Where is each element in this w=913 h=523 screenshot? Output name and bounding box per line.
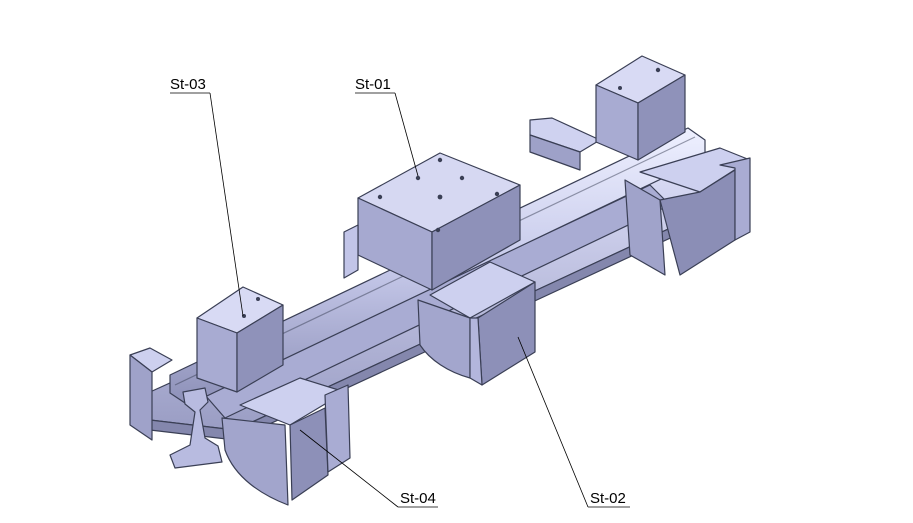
- block-st-04: [221, 377, 351, 506]
- label-st-01: St-01: [355, 76, 391, 93]
- clip-left-end: [129, 347, 173, 441]
- label-st-04: St-04: [400, 490, 436, 507]
- clip-right-end: [624, 147, 751, 276]
- block-st-01: [343, 152, 521, 291]
- block-st-03: [196, 286, 284, 393]
- leader-lines: [170, 92, 630, 508]
- clip-back-right: [529, 117, 601, 171]
- label-st-03: St-03: [170, 76, 206, 93]
- block-st-03-back: [595, 55, 686, 161]
- rail-end-profile: [169, 387, 223, 469]
- label-st-02: St-02: [590, 490, 626, 507]
- block-st-02: [417, 261, 536, 386]
